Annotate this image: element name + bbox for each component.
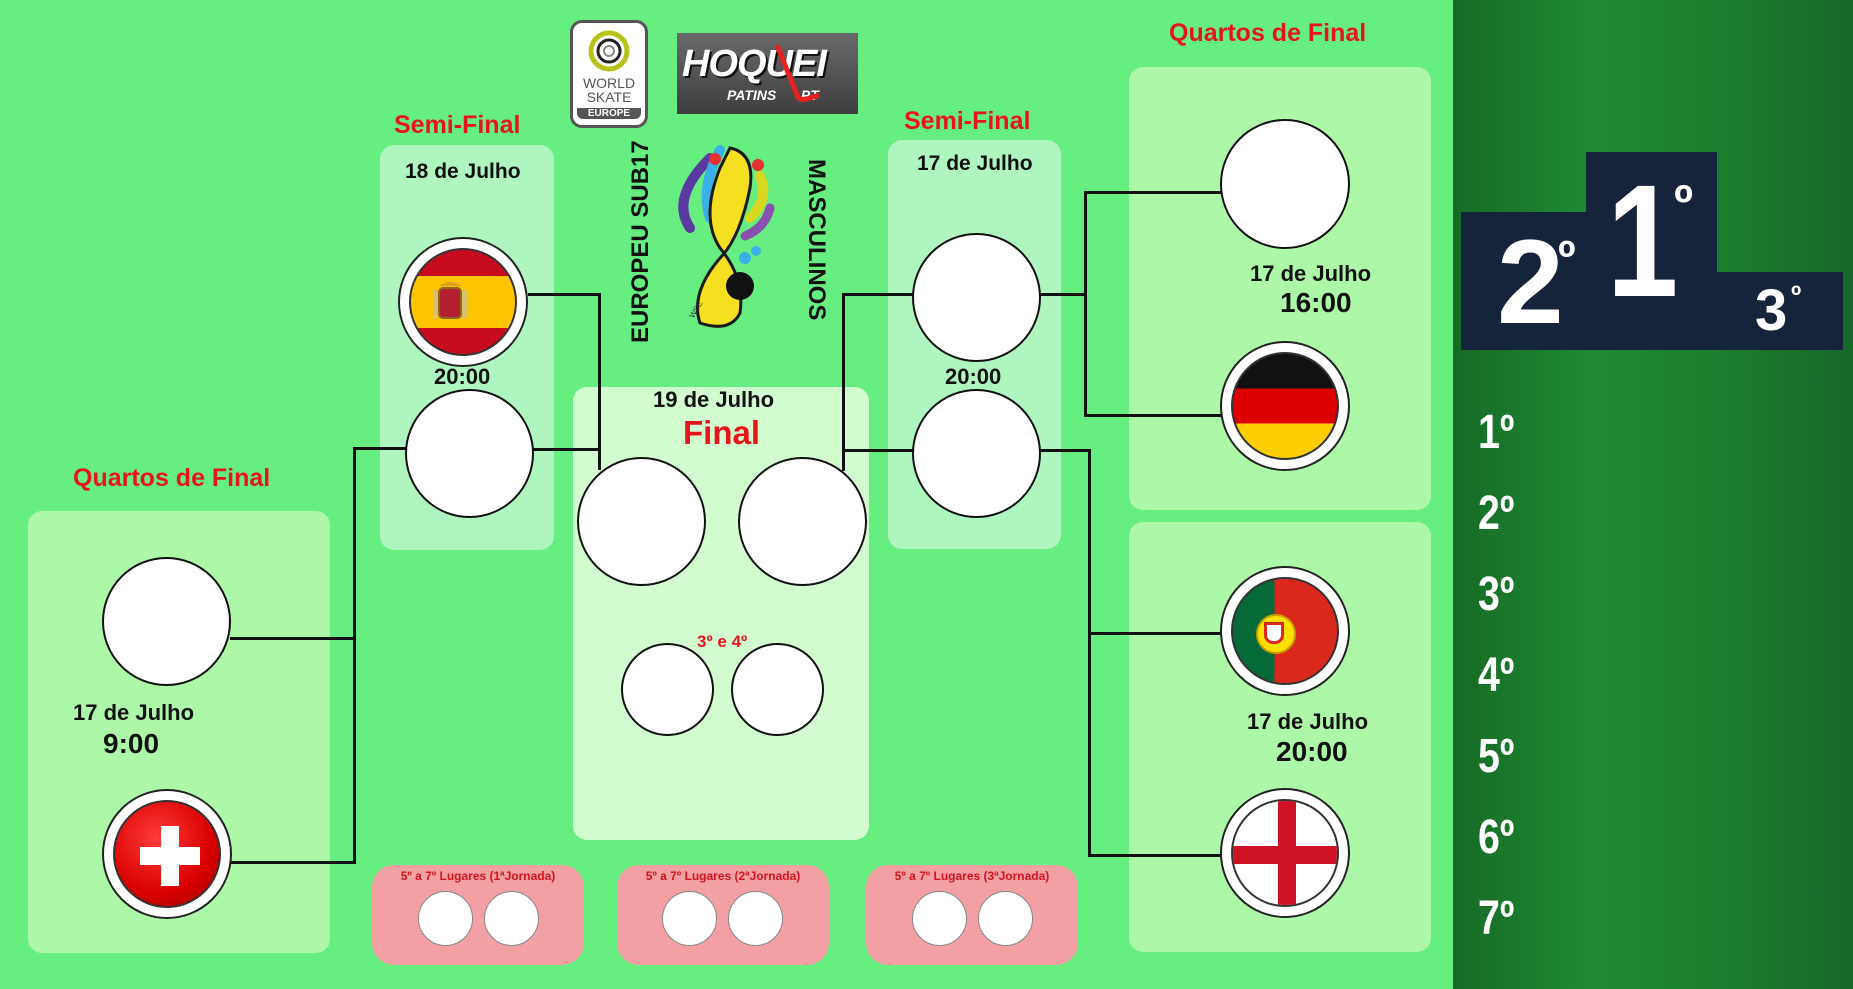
- bracket-line: [1039, 293, 1086, 296]
- right-quarter-bottom-date: 17 de Julho: [1247, 709, 1369, 734]
- right-semi-title: Semi-Final: [904, 107, 1031, 135]
- right-semi-time: 20:00: [945, 364, 1002, 389]
- final-panel: [573, 387, 869, 840]
- final-title: Final: [683, 414, 761, 451]
- world-skate-word-1: WORLD: [582, 75, 636, 91]
- podium: [1586, 152, 1717, 350]
- placement-round3-title: 5º a 7º Lugares (3ªJornada): [894, 869, 1050, 883]
- team-slot-switzerland[interactable]: [102, 789, 232, 919]
- right-quarter-top-time: 16:00: [1280, 287, 1352, 318]
- world-skate-word-3: EUROPE: [577, 108, 641, 119]
- team-slot-right-quarter-top[interactable]: [1220, 119, 1350, 249]
- placement-round1-panel: [372, 865, 584, 965]
- team-slot-left-quarter-top[interactable]: [102, 557, 231, 686]
- event-title-vertical: EUROPEU SUB17: [627, 140, 654, 343]
- left-quarter-title: Quartos de Final: [73, 464, 271, 492]
- bracket-line: [1088, 632, 1223, 635]
- ranking-position-6: 6º: [1478, 811, 1515, 864]
- bracket-line: [533, 448, 600, 451]
- bracket-line: [1084, 191, 1223, 194]
- placement-round3-panel: [866, 865, 1078, 965]
- left-semi-title: Semi-Final: [394, 111, 521, 139]
- team-slot-final-left[interactable]: [577, 457, 706, 586]
- team-slot-left-semi-bottom[interactable]: [405, 389, 534, 518]
- team-slot-england[interactable]: [1220, 788, 1350, 918]
- hoquei-patins-logo: HOQUEI PATINS .PT: [677, 33, 858, 114]
- podium-second-ordinal: º: [1558, 232, 1576, 285]
- left-quarter-time: 9:00: [103, 728, 160, 759]
- hoquei-logo-sub: PATINS: [727, 87, 777, 103]
- left-semi-time: 20:00: [434, 364, 491, 389]
- portugal-flag-icon: [1231, 577, 1339, 685]
- bracket-line: [528, 293, 600, 296]
- placement-round2-panel: [617, 865, 829, 965]
- team-slot-right-semi-bottom[interactable]: [912, 389, 1041, 518]
- podium-first-ordinal: º: [1674, 175, 1693, 233]
- podium-third-ordinal: º: [1791, 280, 1802, 311]
- england-flag-icon: [1231, 799, 1339, 907]
- team-slot-third-right[interactable]: [731, 643, 824, 736]
- hoquei-logo-main: HOQUEI: [682, 43, 827, 85]
- event-category-vertical: MASCULINOS: [803, 159, 830, 321]
- placement-slot[interactable]: [662, 891, 717, 946]
- ranking-position-5: 5º: [1478, 730, 1515, 783]
- ranking-position-3: 3º: [1478, 568, 1515, 621]
- placement-round1-title: 5º a 7º Lugares (1ªJornada): [400, 869, 556, 883]
- bracket-line: [230, 637, 355, 640]
- bracket-line: [353, 447, 356, 864]
- ranking-position-2: 2º: [1478, 487, 1515, 540]
- team-slot-third-left[interactable]: [621, 643, 714, 736]
- placement-slot[interactable]: [912, 891, 967, 946]
- team-slot-final-right[interactable]: [738, 457, 867, 586]
- podium-second-number: 2: [1497, 215, 1564, 349]
- world-skate-europe-logo: WORLD SKATE EUROPE: [570, 20, 648, 128]
- left-semi-date: 18 de Julho: [405, 160, 521, 183]
- bracket-line: [1088, 449, 1091, 857]
- podium: [1461, 212, 1590, 350]
- placement-slot[interactable]: [978, 891, 1033, 946]
- switzerland-flag-icon: [113, 800, 221, 908]
- podium-third-number: 3: [1755, 278, 1788, 343]
- team-slot-portugal[interactable]: [1220, 566, 1350, 696]
- placement-round2-title: 5º a 7º Lugares (2ªJornada): [645, 869, 801, 883]
- placement-slot[interactable]: [484, 891, 539, 946]
- germany-flag-icon: [1231, 352, 1339, 460]
- bracket-line: [353, 447, 406, 450]
- bracket-line: [842, 449, 915, 452]
- bracket-line: [1084, 191, 1087, 417]
- bracket-line: [230, 861, 355, 864]
- left-quarter-date: 17 de Julho: [73, 700, 195, 725]
- spain-coat-of-arms-icon: [433, 282, 467, 319]
- bracket-line: [842, 293, 915, 296]
- podium-first-number: 1: [1607, 151, 1679, 330]
- ranking-position-4: 4º: [1478, 649, 1515, 702]
- hockey-stick-icon: [774, 44, 820, 102]
- team-slot-right-semi-top[interactable]: [912, 233, 1041, 362]
- world-skate-swirl-icon: [588, 30, 630, 72]
- ranking-position-7: 7º: [1478, 892, 1515, 945]
- right-quarter-bottom-time: 20:00: [1276, 736, 1348, 767]
- bracket-line: [598, 293, 601, 470]
- bracket-line: [1039, 449, 1090, 452]
- third-place-label: 3º e 4º: [697, 632, 748, 651]
- podium: [1717, 272, 1843, 350]
- championship-emblem-icon: [678, 145, 775, 328]
- bracket-line: [1088, 854, 1223, 857]
- spain-flag-icon: [409, 248, 517, 356]
- ranking-position-1: 1º: [1478, 406, 1515, 459]
- right-quarter-title: Quartos de Final: [1169, 19, 1367, 47]
- placement-slot[interactable]: [728, 891, 783, 946]
- final-date: 19 de Julho: [653, 387, 775, 412]
- bracket-line: [842, 293, 845, 471]
- world-skate-word-2: SKATE: [586, 89, 632, 105]
- team-slot-germany[interactable]: [1220, 341, 1350, 471]
- team-slot-spain[interactable]: [398, 237, 528, 367]
- bracket-line: [1084, 414, 1223, 417]
- right-quarter-top-date: 17 de Julho: [1250, 261, 1372, 286]
- right-semi-date: 17 de Julho: [917, 152, 1033, 175]
- placement-slot[interactable]: [418, 891, 473, 946]
